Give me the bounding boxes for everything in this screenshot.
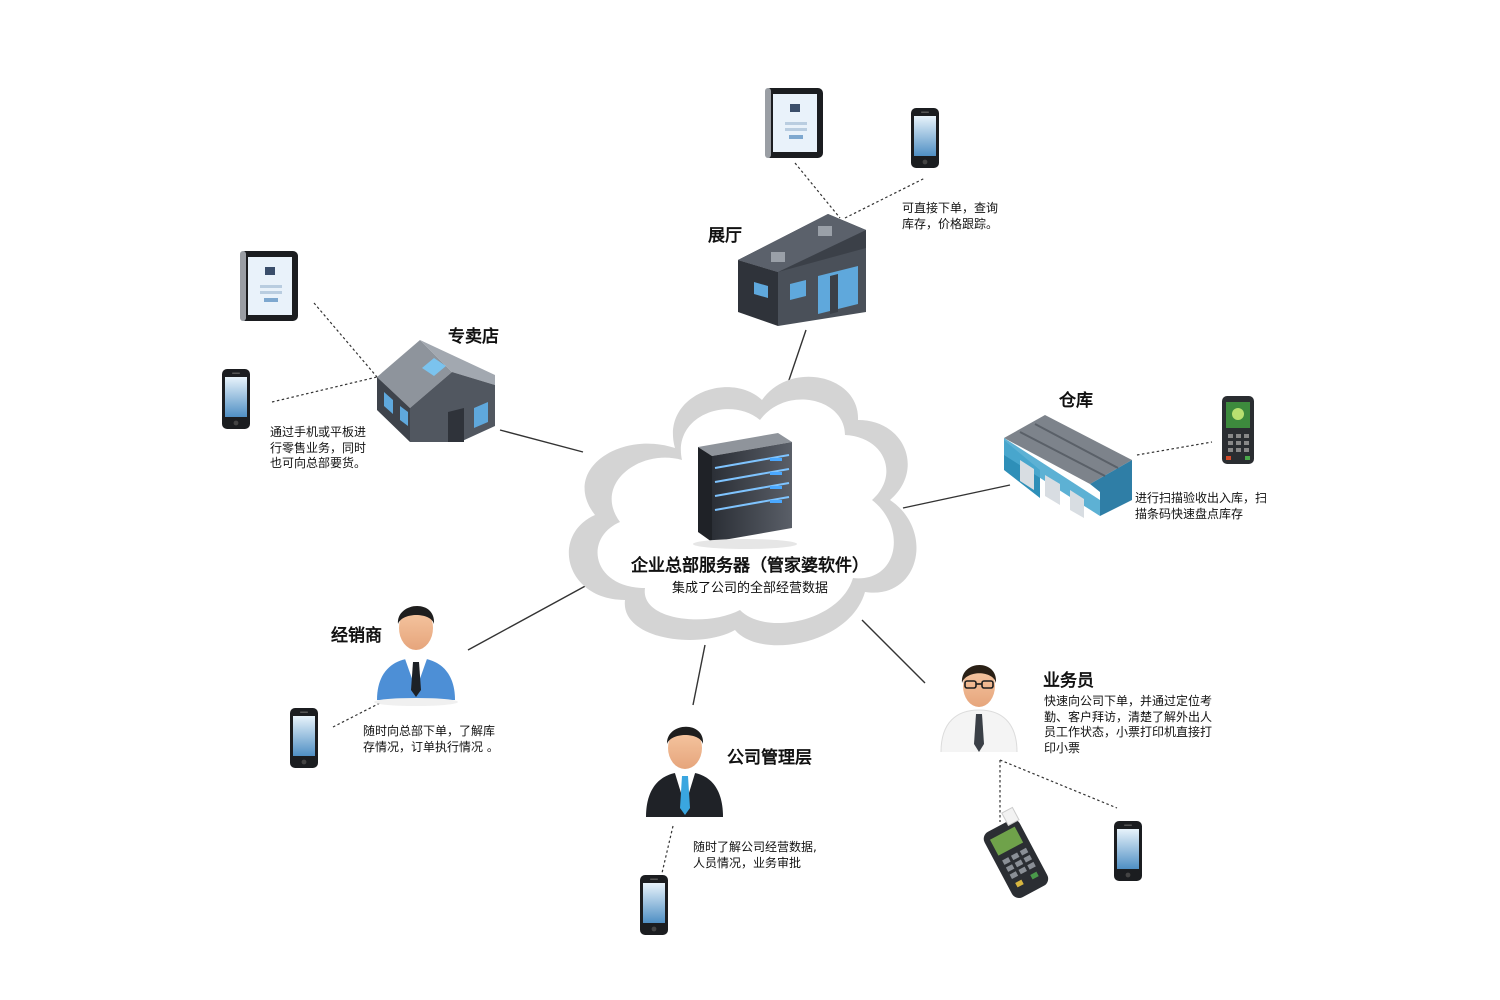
tablet-icon: [765, 88, 823, 158]
phone-icon: [222, 369, 250, 429]
warehouse-description: 进行扫描验收出入库，扫 描条码快速盘点库存: [1135, 491, 1267, 522]
server-title: 企业总部服务器（管家婆软件）: [631, 556, 869, 576]
shop-icon: [377, 340, 495, 442]
salesman-desc-line: 印小票: [1044, 740, 1081, 755]
building-icon: [738, 214, 866, 326]
warehouse-icon: [1004, 415, 1132, 518]
store-description: 通过手机或平板进 行零售业务，同时 也可向总部要货。: [270, 425, 366, 472]
salesman-label: 业务员: [1043, 671, 1094, 691]
showroom-desc-line: 库存，价格跟踪。: [902, 216, 999, 231]
management-desc-line: 人员情况，业务审批: [693, 855, 802, 870]
salesman-desc-line: 员工作状态，小票打印机直接打: [1044, 725, 1213, 739]
warehouse-label: 仓库: [1059, 391, 1093, 411]
store-desc-line: 通过手机或平板进: [270, 425, 367, 439]
person-icon: [940, 664, 1018, 753]
showroom-label: 展厅: [708, 226, 742, 246]
management-description: 随时了解公司经营数据, 人员情况，业务审批: [693, 840, 817, 871]
phone-icon: [911, 108, 939, 168]
dealer-desc-line: 随时向总部下单，了解库: [363, 724, 496, 738]
tablet-icon: [240, 251, 298, 321]
store-desc-line: 也可向总部要货。: [270, 456, 367, 470]
solid-connectors: [467, 329, 1011, 706]
salesman-description: 快速向公司下单，并通过定位考 勤、客户拜访，清楚了解外出人 员工作状态，小票打印…: [1044, 694, 1212, 756]
person-icon: [374, 605, 458, 706]
store-desc-line: 行零售业务，同时: [270, 440, 367, 455]
dealer-description: 随时向总部下单，了解库 存情况，订单执行情况 。: [363, 724, 499, 755]
dealer-desc-line: 存情况，订单执行情况 。: [363, 739, 499, 754]
dealer-label: 经销商: [331, 626, 382, 646]
pos-terminal-icon: [983, 806, 1049, 899]
salesman-desc-line: 勤、客户拜访，清楚了解外出人: [1044, 709, 1213, 724]
server-subtitle: 集成了公司的全部经营数据: [671, 581, 828, 596]
phone-icon: [290, 708, 318, 768]
dotted-connectors: [271, 162, 1213, 874]
phone-icon: [640, 875, 668, 935]
store-label: 专卖店: [448, 327, 499, 347]
showroom-description: 可直接下单，查询 库存，价格跟踪。: [902, 201, 998, 232]
person-icon: [646, 726, 723, 817]
warehouse-desc-line: 描条码快速盘点库存: [1135, 506, 1244, 521]
showroom-desc-line: 可直接下单，查询: [902, 201, 999, 215]
server-icon: [693, 433, 797, 549]
management-desc-line: 随时了解公司经营数据,: [693, 840, 817, 854]
management-label: 公司管理层: [727, 748, 812, 768]
scanner-icon: [1222, 396, 1254, 464]
salesman-desc-line: 快速向公司下单，并通过定位考: [1044, 694, 1213, 708]
phone-icon: [1114, 821, 1142, 881]
warehouse-desc-line: 进行扫描验收出入库，扫: [1135, 491, 1268, 505]
